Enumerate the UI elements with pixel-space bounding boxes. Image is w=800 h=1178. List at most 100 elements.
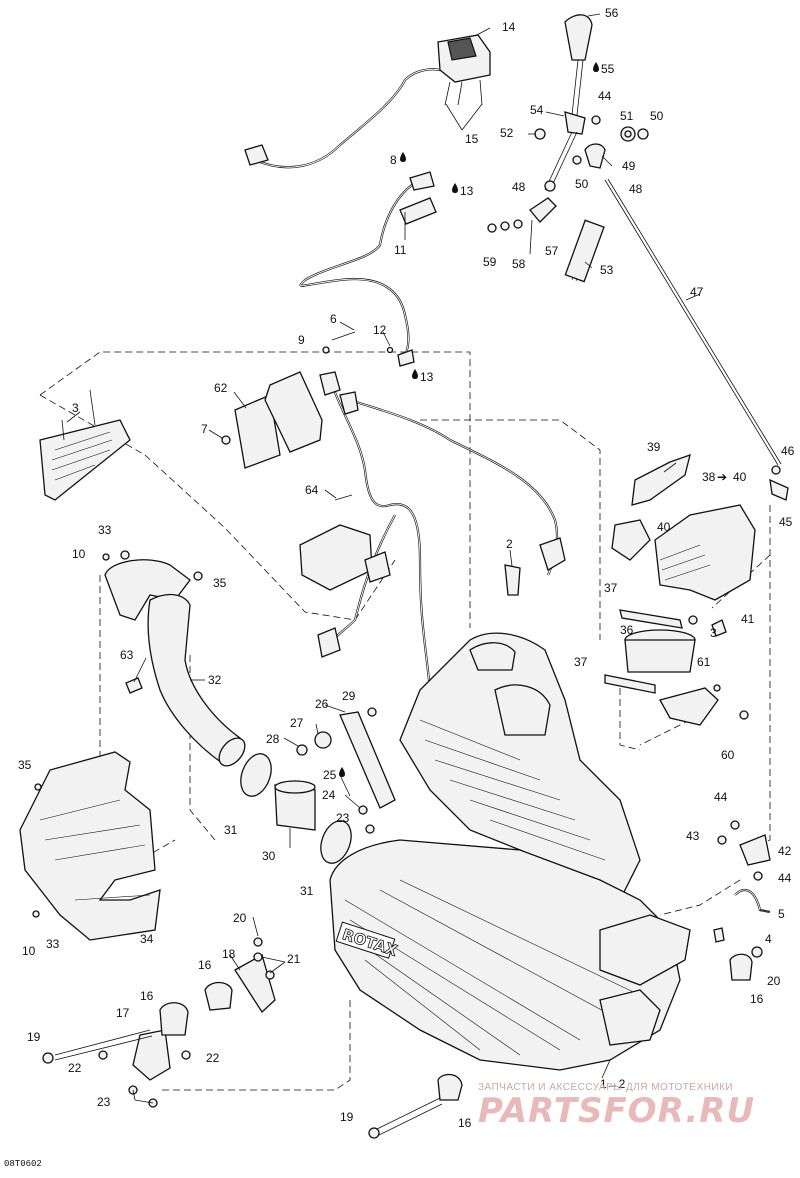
callout-43: 43 bbox=[686, 829, 700, 843]
callout-18: 18 bbox=[222, 947, 236, 961]
callout-42: 42 bbox=[778, 844, 792, 858]
callout-59: 59 bbox=[483, 255, 497, 269]
callout-16-mid: 16 bbox=[140, 989, 154, 1003]
callout-48-right: 48 bbox=[629, 182, 643, 196]
callout-54: 54 bbox=[530, 103, 544, 117]
callout-22-left: 22 bbox=[68, 1061, 82, 1075]
callout-23-mid: 23 bbox=[336, 811, 350, 825]
callout-37-bottom: 37 bbox=[574, 655, 588, 669]
callout-12: 12 bbox=[373, 323, 387, 337]
callout-53: 53 bbox=[600, 263, 614, 277]
callout-38-target: 40 bbox=[733, 470, 747, 484]
callout-31-bottom: 31 bbox=[300, 884, 314, 898]
callout-2: 2 bbox=[506, 537, 513, 551]
callout-57: 57 bbox=[545, 244, 559, 258]
callout-35-left: 35 bbox=[18, 758, 32, 772]
shift-lever-assembly bbox=[487, 14, 789, 501]
callout-1-to-2: 1→2 bbox=[600, 1077, 626, 1091]
callout-56: 56 bbox=[605, 6, 619, 20]
watermark-caption: ЗАПЧАСТИ И АКСЕССУАРЫ ДЛЯ МОТОТЕХНИКИ bbox=[478, 1082, 734, 1093]
callout-36: 36 bbox=[620, 623, 634, 637]
callout-31-left: 31 bbox=[224, 823, 238, 837]
drop-icon-55 bbox=[593, 62, 599, 72]
callout-28: 28 bbox=[266, 732, 280, 746]
watermark: ЗАПЧАСТИ И АКСЕССУАРЫ ДЛЯ МОТОТЕХНИКИ PA… bbox=[478, 1082, 790, 1131]
callout-40: 40 bbox=[657, 520, 671, 534]
callout-13-top: 13 bbox=[460, 184, 474, 198]
callout-34: 34 bbox=[140, 932, 154, 946]
callout-41: 41 bbox=[741, 612, 755, 626]
callout-39: 39 bbox=[647, 440, 661, 454]
callout-16-top: 16 bbox=[198, 958, 212, 972]
callout-51: 51 bbox=[620, 109, 634, 123]
callout-32: 32 bbox=[208, 673, 222, 687]
callout-8: 8 bbox=[390, 153, 397, 167]
callout-49: 49 bbox=[622, 159, 636, 173]
callout-9: 9 bbox=[298, 333, 305, 347]
callout-38: 38 bbox=[702, 470, 716, 484]
drawing-code: 08T0602 bbox=[4, 1159, 42, 1169]
callout-58: 58 bbox=[512, 257, 526, 271]
air-filter-assembly bbox=[604, 453, 756, 726]
callout-63: 63 bbox=[120, 648, 134, 662]
callout-62: 62 bbox=[214, 381, 228, 395]
callout-44-lower: 44 bbox=[778, 871, 792, 885]
callout-37-top: 37 bbox=[604, 581, 618, 595]
callout-21: 21 bbox=[287, 952, 301, 966]
mid-components bbox=[240, 707, 771, 943]
leader-lines bbox=[66, 13, 771, 1104]
drop-icon-25 bbox=[339, 767, 345, 777]
callout-14: 14 bbox=[502, 20, 516, 34]
callout-6: 6 bbox=[330, 312, 337, 326]
drop-icon-13-mid bbox=[412, 369, 418, 379]
callout-20-right: 20 bbox=[767, 974, 781, 988]
callout-13-mid: 13 bbox=[420, 370, 434, 384]
callout-11: 11 bbox=[394, 243, 407, 257]
callout-38-arrow: ➔ bbox=[717, 470, 727, 484]
callout-23-bottom: 23 bbox=[97, 1095, 111, 1109]
callout-10-top: 10 bbox=[72, 547, 86, 561]
callout-3-right: 3 bbox=[710, 626, 717, 640]
callout-33-top: 33 bbox=[98, 523, 112, 537]
spark-plug-2 bbox=[504, 537, 566, 596]
callout-labels: 56 55 14 15 54 44 52 51 50 49 50 48 48 8… bbox=[18, 6, 795, 1130]
callout-44-top: 44 bbox=[598, 89, 612, 103]
callout-30: 30 bbox=[262, 849, 276, 863]
engine-block: ROTAX bbox=[329, 632, 691, 1071]
callout-10-bottom: 10 bbox=[22, 944, 36, 958]
drop-icon-8 bbox=[400, 152, 406, 162]
callout-16-bottom: 16 bbox=[458, 1116, 472, 1130]
callout-17: 17 bbox=[116, 1006, 130, 1020]
engine-mounts bbox=[42, 937, 763, 1139]
callout-3-left: 3 bbox=[72, 401, 79, 415]
callout-26: 26 bbox=[315, 697, 329, 711]
callout-46: 46 bbox=[781, 444, 795, 458]
callout-29: 29 bbox=[342, 689, 356, 703]
callout-50-right: 50 bbox=[650, 109, 664, 123]
switch-module-14 bbox=[244, 34, 491, 225]
callout-48-left: 48 bbox=[512, 180, 526, 194]
callout-50-left: 50 bbox=[575, 177, 589, 191]
callout-35-top: 35 bbox=[213, 576, 227, 590]
callout-5: 5 bbox=[778, 907, 785, 921]
ecm-bracket-62 bbox=[39, 331, 415, 658]
callout-27: 27 bbox=[290, 716, 304, 730]
callout-19-left: 19 bbox=[27, 1030, 41, 1044]
callout-52: 52 bbox=[500, 126, 514, 140]
callout-60: 60 bbox=[721, 748, 735, 762]
callout-15: 15 bbox=[465, 132, 479, 146]
callout-19-bottom: 19 bbox=[340, 1110, 354, 1124]
callout-55: 55 bbox=[601, 62, 615, 76]
wiring-harness-upper bbox=[254, 68, 441, 361]
intake-duct-32 bbox=[102, 550, 246, 767]
adhesive-drop-icons bbox=[339, 62, 599, 777]
callout-44-right: 44 bbox=[714, 790, 728, 804]
watermark-logo: PARTSFOR.RU bbox=[478, 1091, 756, 1131]
callout-24: 24 bbox=[322, 788, 336, 802]
callout-16-right: 16 bbox=[750, 992, 764, 1006]
callout-33-bottom: 33 bbox=[46, 937, 60, 951]
callout-4: 4 bbox=[765, 932, 772, 946]
drop-icon-13-top bbox=[452, 183, 458, 193]
callout-22-right: 22 bbox=[206, 1051, 220, 1065]
